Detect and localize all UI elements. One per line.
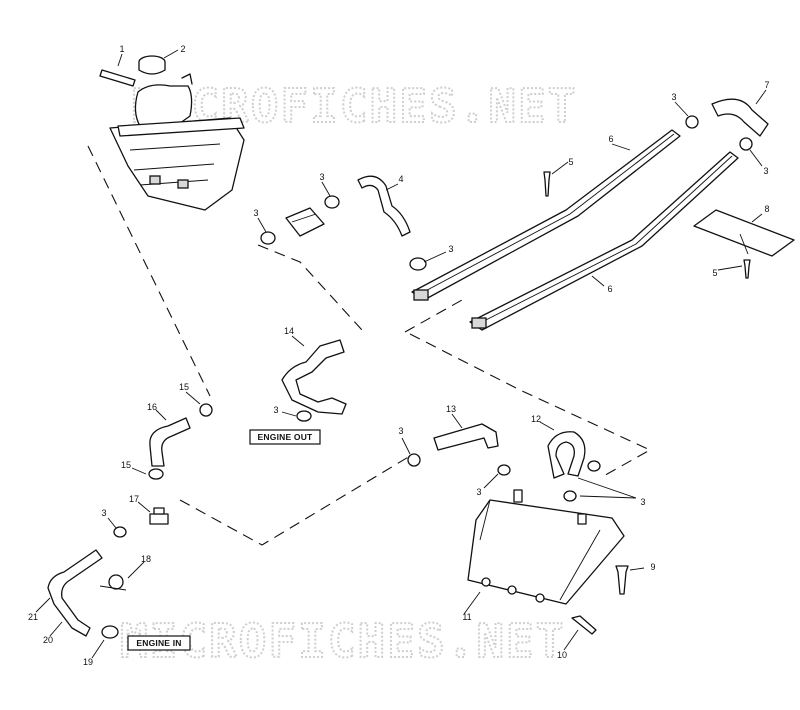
callout-leaders bbox=[35, 49, 767, 659]
watermark-bottom: MICROFICHES.NET bbox=[120, 614, 565, 668]
coolant-tube-lower-part-6 bbox=[469, 151, 739, 331]
callout-3: 3 bbox=[253, 208, 258, 218]
callout-4: 4 bbox=[398, 174, 403, 184]
callout-20: 20 bbox=[43, 635, 53, 645]
heat-exchanger-part-11 bbox=[467, 489, 625, 605]
elbow-hose-part-7 bbox=[711, 98, 769, 137]
callout-12: 12 bbox=[531, 414, 541, 424]
coolant-reservoir-assembly bbox=[109, 73, 245, 211]
callout-1: 1 bbox=[119, 44, 124, 54]
engine-out-label: ENGINE OUT bbox=[258, 432, 314, 442]
callout-6: 6 bbox=[608, 134, 613, 144]
callout-5: 5 bbox=[568, 157, 573, 167]
screw-part-9 bbox=[615, 565, 629, 595]
hose-part-14 bbox=[281, 339, 347, 415]
screw-part-5-lower bbox=[743, 259, 751, 279]
callout-2: 2 bbox=[180, 44, 185, 54]
callout-10: 10 bbox=[557, 650, 567, 660]
fitting-part-17 bbox=[149, 507, 169, 525]
engine-out-tag: ENGINE OUT bbox=[249, 429, 321, 445]
screw-part-5-upper bbox=[543, 171, 551, 197]
callout-3: 3 bbox=[476, 487, 481, 497]
callout-8: 8 bbox=[764, 204, 769, 214]
callout-6: 6 bbox=[607, 284, 612, 294]
callout-19: 19 bbox=[83, 657, 93, 667]
engine-in-tag: ENGINE IN bbox=[127, 635, 191, 651]
callout-3: 3 bbox=[671, 92, 676, 102]
callout-18: 18 bbox=[141, 554, 151, 564]
bolt-part-1 bbox=[99, 69, 136, 87]
callout-7: 7 bbox=[764, 80, 769, 90]
bracket-fitting bbox=[285, 207, 325, 237]
hose-clamps bbox=[101, 115, 753, 639]
callout-14: 14 bbox=[284, 326, 294, 336]
callout-13: 13 bbox=[446, 404, 456, 414]
callout-3: 3 bbox=[763, 166, 768, 176]
callout-11: 11 bbox=[462, 612, 471, 622]
hose-part-13 bbox=[433, 423, 499, 451]
callout-17: 17 bbox=[129, 494, 139, 504]
engine-in-label: ENGINE IN bbox=[136, 638, 181, 648]
reservoir-cap-part-2 bbox=[138, 55, 166, 75]
screw-part-10 bbox=[571, 615, 597, 635]
hose-part-4 bbox=[357, 175, 411, 237]
callout-21: 21 bbox=[28, 612, 38, 622]
callout-9: 9 bbox=[650, 562, 655, 572]
hose-part-16 bbox=[149, 417, 191, 467]
coolant-tube-upper-part-6 bbox=[411, 129, 681, 301]
callout-3: 3 bbox=[101, 508, 106, 518]
callout-15: 15 bbox=[121, 460, 131, 470]
callout-3: 3 bbox=[640, 497, 645, 507]
hose-part-12 bbox=[547, 431, 586, 479]
clamp-part-18 bbox=[99, 574, 127, 591]
callout-3: 3 bbox=[319, 172, 324, 182]
callout-3: 3 bbox=[273, 405, 278, 415]
protector-plate-part-8 bbox=[693, 209, 795, 257]
hose-part-20 bbox=[47, 549, 103, 637]
coolant-routing-lines bbox=[87, 145, 652, 546]
callout-5: 5 bbox=[712, 268, 717, 278]
callout-15: 15 bbox=[179, 382, 189, 392]
callout-3: 3 bbox=[448, 244, 453, 254]
callout-16: 16 bbox=[147, 402, 157, 412]
callout-3: 3 bbox=[398, 426, 403, 436]
callout-numbers: 1 2 3 7 3 6 5 4 3 3 3 8 5 6 14 15 16 3 3… bbox=[28, 44, 770, 667]
